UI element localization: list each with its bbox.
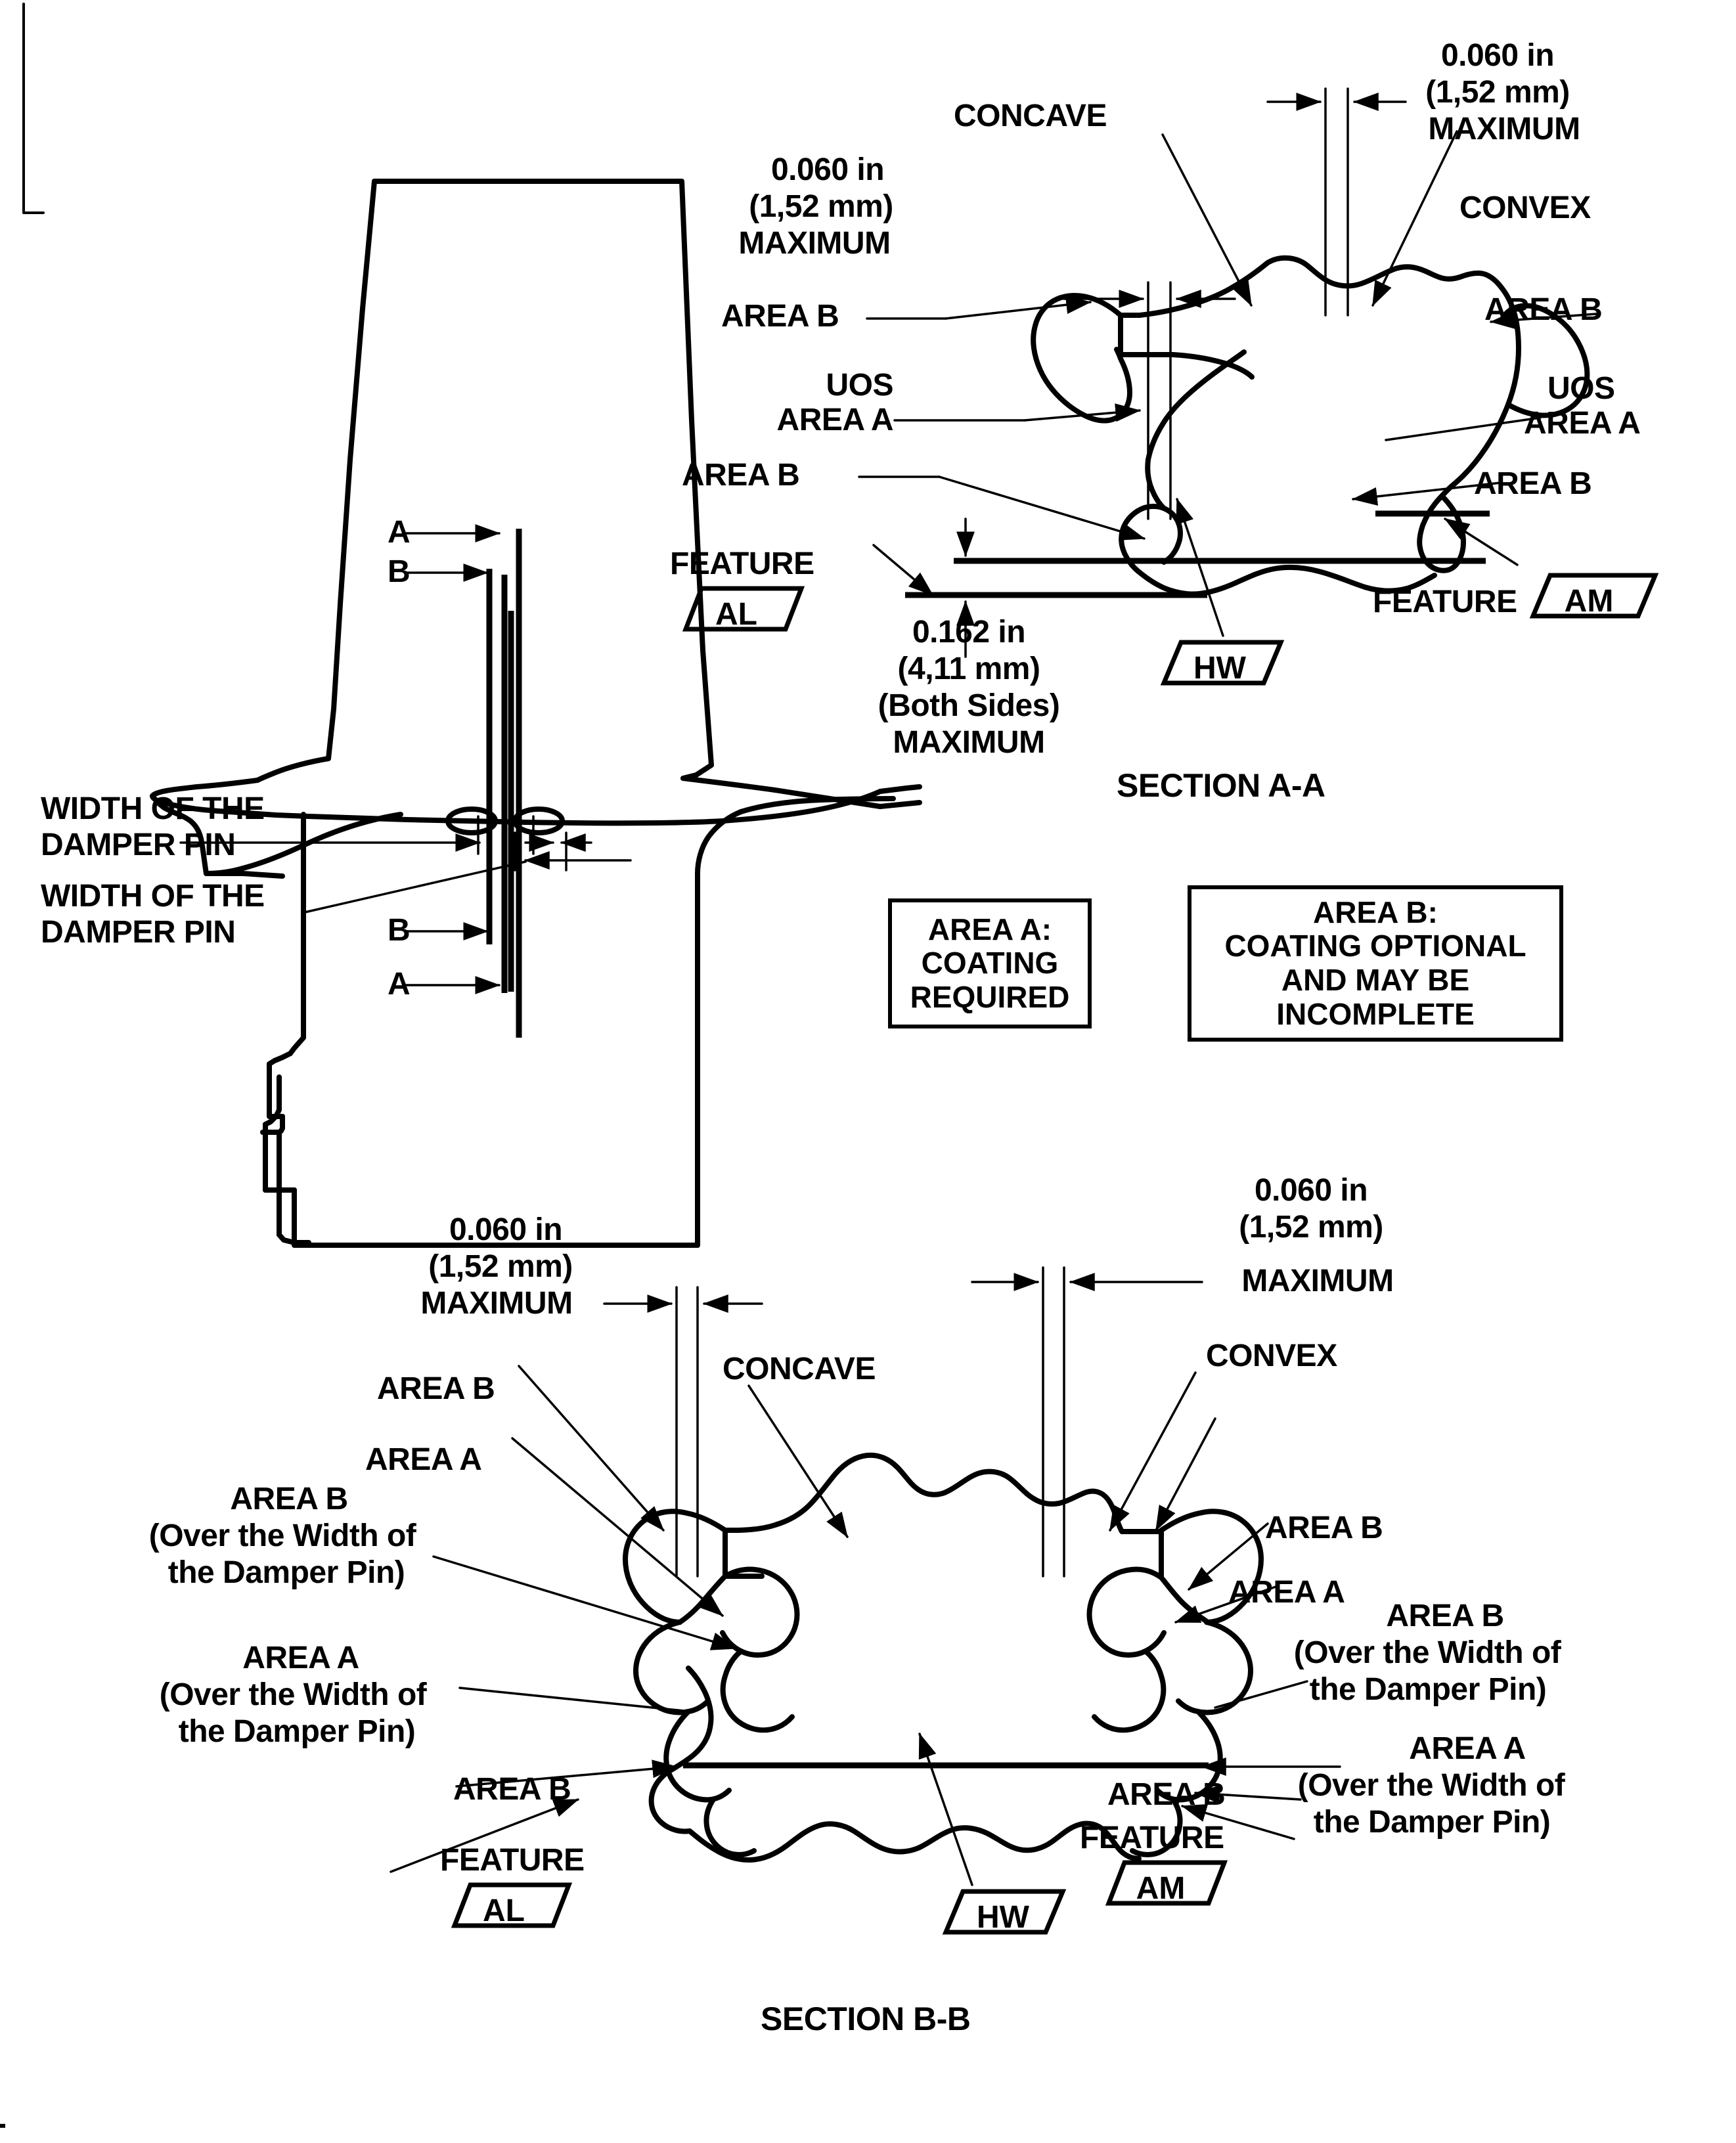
bb-area-b-right-2-line3: the Damper Pin): [1309, 1672, 1547, 1707]
aa-dim-right-line2: (1,52 mm): [1425, 75, 1570, 110]
aa-uos-right: UOS: [1547, 371, 1615, 406]
aa-feature-left-flag-text: AL: [715, 597, 757, 632]
aa-feature-right-flag-text: AM: [1564, 584, 1614, 619]
bb-dim-right-line3: MAXIMUM: [1241, 1264, 1394, 1298]
aa-hw-flag-text: HW: [1193, 651, 1246, 686]
note-area-b-line3: AND MAY BE: [1281, 963, 1470, 997]
aa-dim-bottom-line3: (Both Sides): [878, 688, 1060, 723]
bb-feature-right-flag-shape: [1105, 1860, 1228, 1906]
bb-area-a-left-2-line2: (Over the Width of: [159, 1677, 427, 1712]
aa-feature-left-flag-shape: [682, 586, 805, 632]
bb-feature-left-flag-shape: [451, 1882, 573, 1928]
aa-area-b-right-top: AREA B: [1484, 292, 1603, 327]
note-box-area-b: AREA B: COATING OPTIONAL AND MAY BE INCO…: [1188, 885, 1563, 1042]
aa-dim-left-line1: 0.060 in: [770, 152, 885, 187]
section-mark-a-bottom: A: [388, 967, 411, 1002]
aa-area-a-right: AREA A: [1524, 406, 1641, 441]
note-box-area-a: AREA A: COATING REQUIRED: [888, 898, 1092, 1028]
aa-hw-flag-shape: [1160, 640, 1285, 686]
aa-dim-right-line3: MAXIMUM: [1428, 112, 1580, 146]
bb-feature-left-flag-text: AL: [483, 1893, 525, 1928]
bb-feature-right-flag-text: AM: [1136, 1871, 1186, 1906]
bb-area-a-left-2-line3: the Damper Pin): [178, 1714, 416, 1749]
bb-area-b-left-2-line3: the Damper Pin): [167, 1555, 405, 1590]
bb-area-b-right-2-line1: AREA B: [1386, 1599, 1504, 1633]
note-area-b-line4: INCOMPLETE: [1276, 996, 1475, 1031]
aa-area-b-right-lower: AREA B: [1474, 466, 1592, 501]
bb-hw-flag-text: HW: [977, 1900, 1029, 1935]
aa-dim-bottom-line2: (4,11 mm): [897, 652, 1040, 686]
bb-area-a-right-1: AREA A: [1228, 1575, 1345, 1610]
aa-feature-right-flag-shape: [1529, 573, 1659, 619]
note-area-b-line2: COATING OPTIONAL: [1224, 929, 1526, 963]
bb-area-a-right-2-line2: (Over the Width of: [1297, 1768, 1565, 1803]
bb-area-b-left-3: AREA B: [453, 1772, 571, 1807]
drawing-id-corner-mark: [22, 3, 45, 214]
damper-pin-width-callout-1-line1: WIDTH OF THE: [41, 791, 265, 826]
bb-area-b-right-2-line2: (Over the Width of: [1293, 1635, 1561, 1670]
bb-area-b-right-3: AREA B: [1107, 1777, 1226, 1812]
aa-area-a-left: AREA A: [776, 403, 894, 437]
bb-area-b-left-2-line2: (Over the Width of: [148, 1518, 416, 1553]
bb-hw-flag-shape: [942, 1889, 1067, 1935]
bb-concave-label: CONCAVE: [723, 1352, 876, 1386]
bb-area-a-right-2-line1: AREA A: [1409, 1731, 1526, 1766]
bb-dim-left-line1: 0.060 in: [449, 1212, 563, 1247]
bb-feature-right-label: FEATURE: [1080, 1821, 1224, 1855]
damper-pin-width-callout-2-line1: WIDTH OF THE: [41, 879, 265, 914]
aa-dim-bottom-line1: 0.162 in: [912, 615, 1026, 650]
section-bb-geometry: [389, 1266, 1341, 1886]
bb-dim-right-line1: 0.060 in: [1254, 1173, 1368, 1208]
bb-dim-left-line3: MAXIMUM: [420, 1286, 573, 1321]
damper-pin-width-callout-2-line2: DAMPER PIN: [41, 915, 236, 950]
bb-dim-left-line2: (1,52 mm): [428, 1249, 573, 1284]
aa-area-b-left-lower: AREA B: [682, 458, 800, 493]
bb-area-b-right-1: AREA B: [1265, 1511, 1383, 1545]
aa-dim-bottom-line4: MAXIMUM: [893, 725, 1045, 760]
section-mark-b-bottom: B: [388, 913, 411, 948]
aa-dim-right-line1: 0.060 in: [1440, 38, 1555, 73]
aa-uos-left: UOS: [826, 368, 893, 403]
section-aa-geometry: [858, 87, 1597, 658]
aa-convex-label: CONVEX: [1459, 190, 1591, 225]
bb-dim-right-line2: (1,52 mm): [1239, 1210, 1383, 1245]
aa-area-b-left-top: AREA B: [721, 299, 839, 334]
bb-convex-label: CONVEX: [1206, 1338, 1337, 1373]
aa-feature-right-label: FEATURE: [1373, 585, 1517, 619]
section-mark-b-top: B: [388, 554, 411, 589]
aa-concave-label: CONCAVE: [954, 99, 1107, 133]
blade-side-view: [150, 179, 922, 1248]
section-aa-title: SECTION A-A: [1117, 767, 1325, 804]
damper-pin-width-callout-1-line2: DAMPER PIN: [41, 828, 236, 862]
aa-feature-left-label: FEATURE: [670, 546, 814, 581]
note-area-a-line2: COATING: [921, 946, 1059, 981]
bb-area-a-right-2-line3: the Damper Pin): [1313, 1805, 1551, 1840]
bb-area-b-left-2-line1: AREA B: [230, 1482, 348, 1516]
aa-dim-left-line2: (1,52 mm): [749, 189, 893, 224]
bb-area-b-left-1: AREA B: [377, 1371, 495, 1406]
note-area-a-line3: REQUIRED: [910, 979, 1070, 1014]
bb-feature-left-label: FEATURE: [440, 1843, 585, 1878]
section-mark-a-top: A: [388, 515, 411, 550]
section-bb-title: SECTION B-B: [761, 2000, 971, 2037]
aa-dim-left-line3: MAXIMUM: [738, 226, 891, 261]
note-area-b-line1: AREA B:: [1313, 895, 1438, 929]
note-area-a-line1: AREA A:: [927, 912, 1052, 946]
bb-area-a-left-1: AREA A: [365, 1442, 482, 1477]
bb-area-a-left-2-line1: AREA A: [242, 1641, 359, 1675]
drawing-id: pwzxxe8561: [0, 1962, 6, 2130]
